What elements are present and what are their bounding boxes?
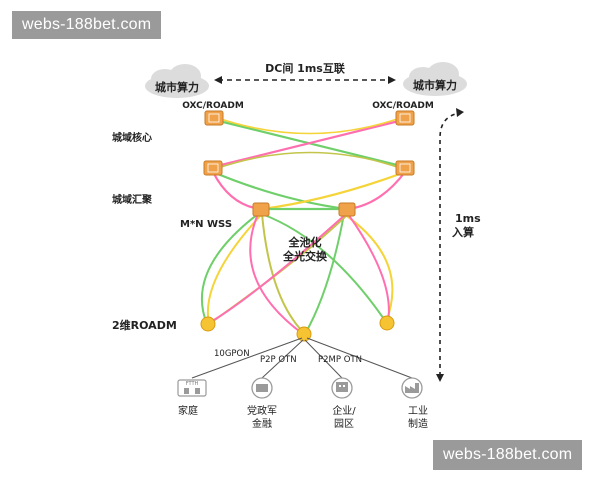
home-icon: FTTH <box>177 379 207 397</box>
user-gov-label-line2: 金融 <box>252 417 272 430</box>
link-10gpon-label: 10GPON <box>214 349 250 359</box>
wss-node-right <box>338 202 356 217</box>
roadm-node-center <box>296 326 312 342</box>
arrow-left-head <box>214 76 222 84</box>
pool-label-line2: 全光交换 <box>282 249 328 263</box>
factory-icon <box>401 377 423 399</box>
link-p2p-label: P2P OTN <box>260 355 297 365</box>
pool-label-line1: 全池化 <box>288 235 322 249</box>
oxc-node-top-right <box>395 110 415 126</box>
oxc-left-label: OXC/ROADM <box>182 101 244 111</box>
access-links <box>200 213 394 335</box>
user-home-label: 家庭 <box>178 404 198 417</box>
cloud-right-icon <box>403 62 467 96</box>
latency-arrow-bottom-head <box>436 374 444 382</box>
government-building-icon <box>251 377 273 399</box>
watermark-top: webs-188bet.com <box>12 11 162 39</box>
latency-label-line2: 入算 <box>452 225 474 239</box>
wss-label: M*N WSS <box>180 219 232 230</box>
cloud-right-label: 城市算力 <box>413 78 457 92</box>
oxc-node-top-left <box>204 110 224 126</box>
oxc-node-bottom-right <box>395 160 415 176</box>
user-ent-label-line2: 园区 <box>334 418 354 430</box>
latency-arrow-top-head <box>456 108 464 117</box>
user-ent-label-line1: 企业/ <box>332 404 356 417</box>
core-links <box>211 116 407 211</box>
user-gov-label-line1: 党政军 <box>247 404 277 417</box>
enterprise-building-icon <box>331 377 353 399</box>
user-ind-label-line2: 制造 <box>408 417 428 430</box>
watermark-bottom: webs-188bet.com <box>433 440 583 470</box>
ftth-label: FTTH <box>186 381 199 387</box>
cloud-left-icon <box>145 64 209 98</box>
arrow-right-head <box>388 76 396 84</box>
roadm-label: 2维ROADM <box>112 318 177 332</box>
latency-label-line1: 1ms <box>455 212 481 225</box>
latency-arrow <box>439 112 461 376</box>
layer-agg-label: 城域汇聚 <box>112 193 153 206</box>
oxc-right-label: OXC/ROADM <box>372 101 434 111</box>
roadm-node-left <box>200 316 216 332</box>
roadm-node-right <box>379 315 395 331</box>
oxc-node-bottom-left <box>203 160 223 176</box>
dc-link-label: DC间 1ms互联 <box>265 61 345 75</box>
user-links <box>191 337 413 379</box>
cloud-left-label: 城市算力 <box>155 80 199 94</box>
user-ind-label-line1: 工业 <box>408 405 428 417</box>
wss-node-left <box>252 202 270 217</box>
layer-core-label: 城域核心 <box>112 131 152 144</box>
link-p2mp-label: P2MP OTN <box>318 355 362 365</box>
